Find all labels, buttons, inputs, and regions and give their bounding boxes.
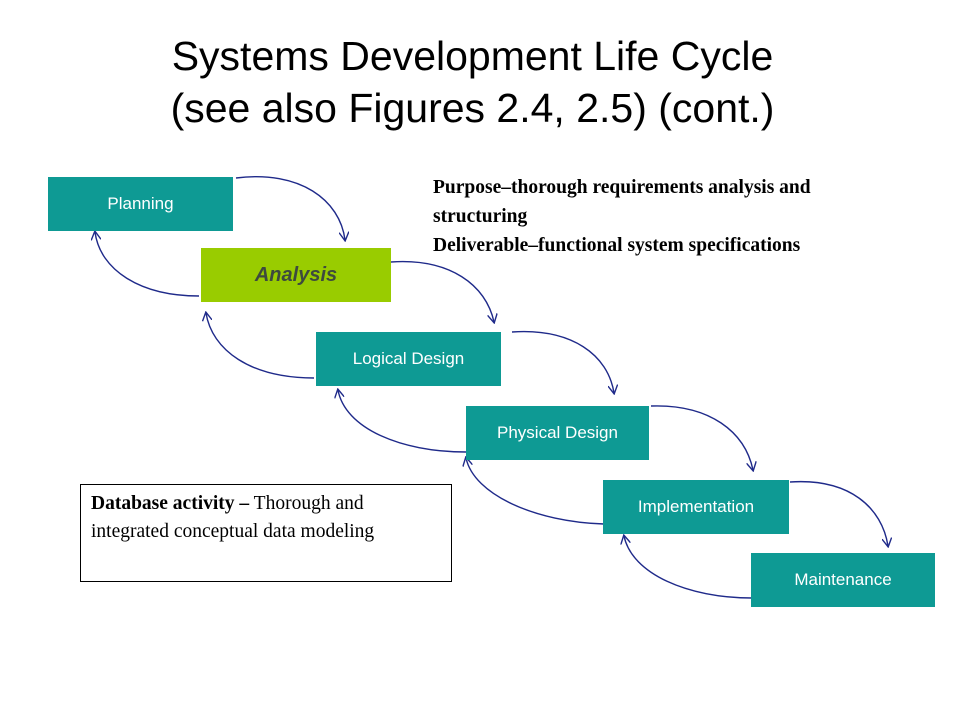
- title-line-2: (see also Figures 2.4, 2.5) (cont.): [170, 85, 775, 131]
- database-activity-heading: Database activity –: [91, 493, 250, 514]
- phase-planning: Planning: [48, 177, 233, 231]
- purpose-line-2: structuring: [433, 206, 528, 227]
- phase-label: Logical Design: [352, 349, 465, 368]
- phase-maintenance: Maintenance: [751, 553, 935, 607]
- forward-arrow-1: [235, 176, 345, 240]
- backward-arrow-1: [95, 232, 200, 297]
- phase-label: Maintenance: [794, 570, 892, 589]
- forward-arrow-5: [789, 480, 888, 546]
- phase-label: Implementation: [637, 497, 755, 516]
- phase-label: Physical Design: [497, 423, 618, 442]
- backward-arrow-2: [206, 313, 315, 379]
- phase-analysis: Analysis: [201, 248, 391, 302]
- title-line-1: Systems Development Life Cycle: [171, 33, 774, 79]
- phase-logical-design: Logical Design: [316, 332, 501, 386]
- backward-arrow-3: [338, 390, 467, 453]
- phase-physical-design: Physical Design: [466, 406, 649, 460]
- phase-label: Analysis: [254, 263, 338, 286]
- forward-arrow-3: [511, 330, 614, 393]
- backward-arrow-4: [466, 458, 605, 525]
- database-activity-text: Thorough and integrated conceptual data …: [91, 493, 375, 542]
- slide-title: Systems Development Life Cycle (see also…: [0, 30, 945, 134]
- deliverable-line: Deliverable–functional system specificat…: [433, 235, 801, 256]
- phase-label: Planning: [107, 194, 174, 213]
- purpose-line-1: Purpose–thorough requirements analysis a…: [433, 177, 811, 198]
- forward-arrow-2: [390, 260, 494, 322]
- database-activity-box: Database activity – Thorough and integra…: [80, 484, 452, 582]
- backward-arrow-5: [624, 536, 753, 599]
- purpose-text: Purpose–thorough requirements analysis a…: [433, 173, 960, 260]
- phase-implementation: Implementation: [603, 480, 789, 534]
- forward-arrow-4: [650, 405, 753, 470]
